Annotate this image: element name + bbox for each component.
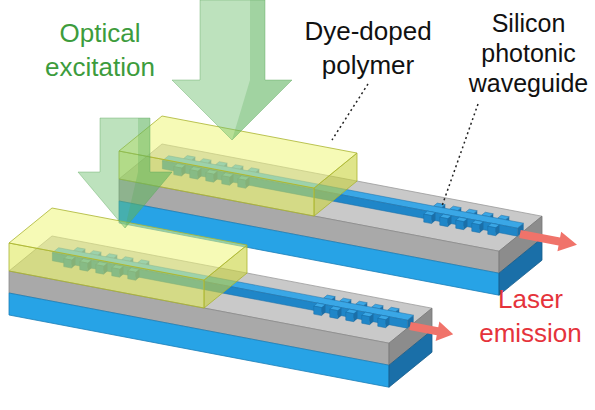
leader-line	[332, 84, 368, 140]
excitation-arrow-shape	[78, 118, 172, 228]
callout-label: Silicon photonic waveguide	[462, 8, 595, 98]
excitation-arrow	[172, 0, 292, 140]
excitation-arrow-shade	[232, 0, 292, 140]
laser-arrow	[408, 316, 455, 344]
front-chip	[9, 208, 432, 387]
callout-label: Dye-doped polymer	[288, 14, 448, 82]
laser-arrow	[518, 224, 579, 254]
excitation-arrow-shape	[172, 0, 292, 140]
laser-arrow-shape	[408, 316, 455, 344]
laser-arrow-shape	[518, 224, 579, 254]
callout-label: Laser emission	[466, 282, 595, 350]
excitation-arrow	[78, 118, 172, 228]
callout-label: Optical excitation	[20, 16, 180, 84]
excitation-arrow-shade	[125, 118, 172, 228]
leader-line	[442, 104, 478, 206]
